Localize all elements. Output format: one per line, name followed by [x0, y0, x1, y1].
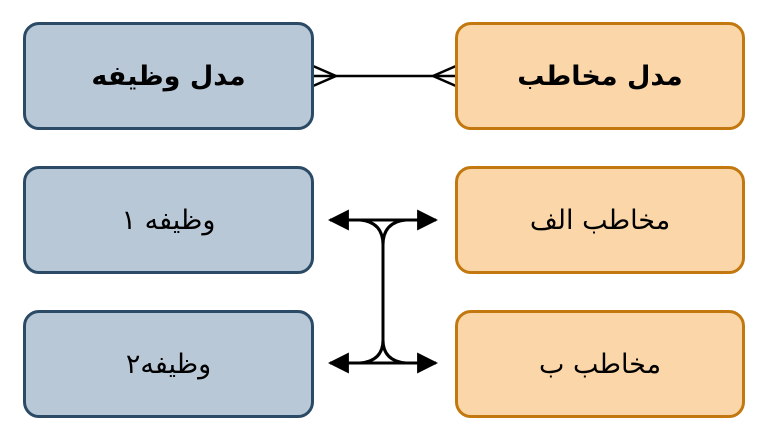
- many-to-many-connector: [312, 64, 457, 88]
- audience-b-label: مخاطب ب: [538, 348, 662, 380]
- audience-a-label: مخاطب الف: [529, 204, 671, 236]
- audience-model-label: مدل مخاطب: [517, 60, 683, 92]
- task-1-label: وظیفه ۱: [121, 204, 216, 236]
- task-1-box: وظیفه ۱: [23, 166, 314, 274]
- task-2-box: وظیفه۲: [23, 310, 314, 418]
- task-model-label: مدل وظیفه: [91, 60, 246, 92]
- audience-a-box: مخاطب الف: [455, 166, 745, 274]
- mapping-connector: [327, 209, 439, 374]
- task-2-label: وظیفه۲: [125, 348, 212, 380]
- task-model-box: مدل وظیفه: [23, 22, 314, 130]
- audience-b-box: مخاطب ب: [455, 310, 745, 418]
- audience-model-box: مدل مخاطب: [455, 22, 745, 130]
